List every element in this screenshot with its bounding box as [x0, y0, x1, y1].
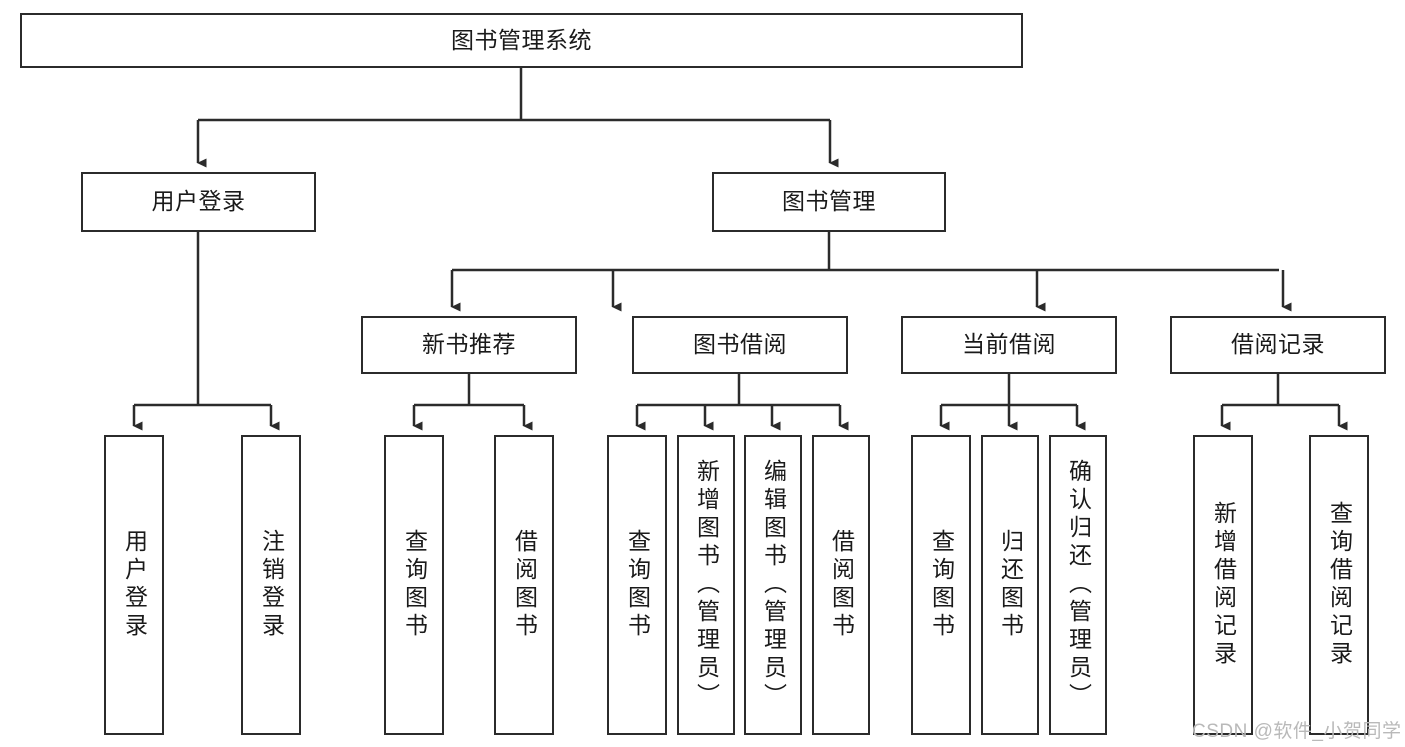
node-label: 查询图书: [401, 529, 428, 641]
node-label: 查询图书: [624, 529, 651, 641]
node-label: 图书管理系统: [451, 26, 592, 53]
leaf-confirm-return-admin[interactable]: 确认归还（管理员）: [1049, 435, 1107, 735]
node-user-login[interactable]: 用户登录: [81, 172, 316, 232]
node-borrowing-record[interactable]: 借阅记录: [1170, 316, 1386, 374]
node-label: 编辑图书（管理员）: [760, 459, 787, 711]
node-current-borrowing[interactable]: 当前借阅: [901, 316, 1117, 374]
node-root-book-management-system[interactable]: 图书管理系统: [20, 13, 1023, 68]
leaf-query-book-new[interactable]: 查询图书: [384, 435, 444, 735]
node-label: 当前借阅: [962, 331, 1056, 358]
node-label: 用户登录: [151, 188, 246, 215]
node-label: 确认归还（管理员）: [1065, 459, 1092, 711]
leaf-add-borrow-record[interactable]: 新增借阅记录: [1193, 435, 1253, 735]
node-label: 查询借阅记录: [1326, 501, 1353, 669]
node-label: 新增图书（管理员）: [693, 459, 720, 711]
node-label: 注销登录: [258, 529, 285, 641]
leaf-borrow-book[interactable]: 借阅图书: [812, 435, 870, 735]
node-label: 新书推荐: [422, 331, 516, 358]
leaf-query-borrow-record[interactable]: 查询借阅记录: [1309, 435, 1369, 735]
node-label: 用户登录: [121, 529, 148, 641]
leaf-query-book-current[interactable]: 查询图书: [911, 435, 971, 735]
node-label: 借阅记录: [1231, 331, 1325, 358]
leaf-query-book-borrow[interactable]: 查询图书: [607, 435, 667, 735]
node-label: 图书管理: [782, 188, 876, 215]
leaf-edit-book-admin[interactable]: 编辑图书（管理员）: [744, 435, 802, 735]
node-new-book-recommendation[interactable]: 新书推荐: [361, 316, 577, 374]
leaf-return-book[interactable]: 归还图书: [981, 435, 1039, 735]
leaf-borrow-book-new[interactable]: 借阅图书: [494, 435, 554, 735]
leaf-user-login-action[interactable]: 用户登录: [104, 435, 164, 735]
node-label: 图书借阅: [693, 331, 787, 358]
node-label: 新增借阅记录: [1210, 501, 1237, 669]
leaf-logout[interactable]: 注销登录: [241, 435, 301, 735]
node-label: 借阅图书: [828, 529, 855, 641]
node-book-borrowing[interactable]: 图书借阅: [632, 316, 848, 374]
node-book-management[interactable]: 图书管理: [712, 172, 946, 232]
node-label: 归还图书: [997, 529, 1024, 641]
leaf-add-book-admin[interactable]: 新增图书（管理员）: [677, 435, 735, 735]
node-label: 查询图书: [928, 529, 955, 641]
node-label: 借阅图书: [511, 529, 538, 641]
